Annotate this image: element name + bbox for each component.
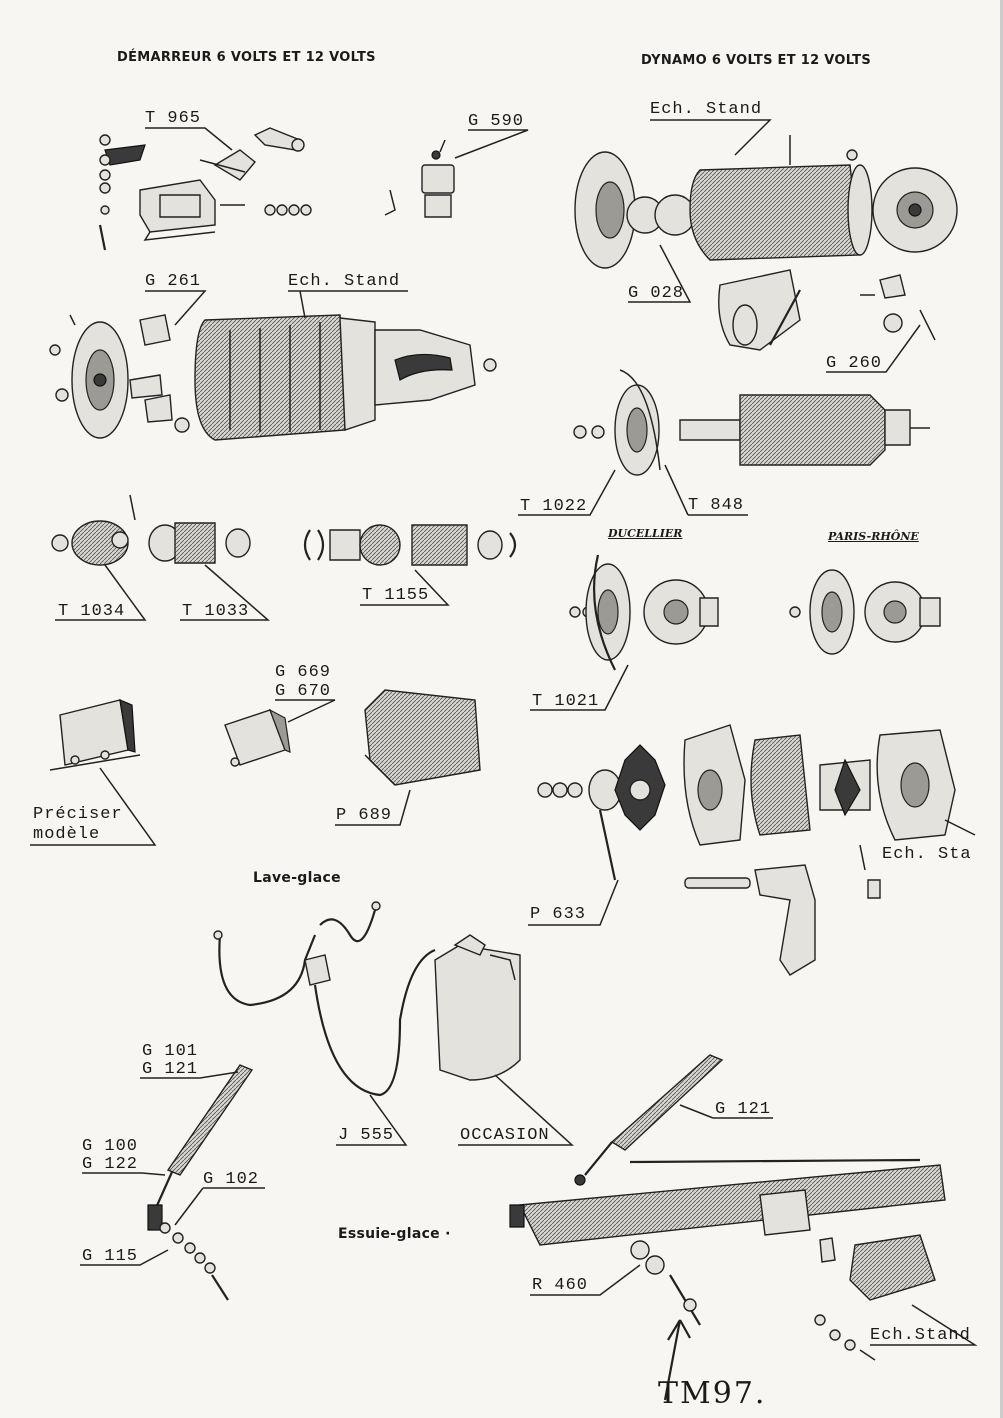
solenoid-g590-drawing (385, 140, 454, 217)
paris-rhone-label: PARIS-RHÔNE (828, 530, 919, 543)
leader-g261 (145, 291, 205, 325)
label-g102: G 102 (203, 1170, 260, 1189)
label-g669: G 669 (275, 663, 332, 682)
label-g590: G 590 (468, 112, 525, 131)
label-g122: G 122 (82, 1155, 139, 1174)
leader-p689 (335, 790, 410, 825)
leader-g669-g670 (275, 700, 335, 722)
leader-g102 (175, 1188, 265, 1225)
solenoid-t965-drawing (100, 128, 311, 250)
label-g115: G 115 (82, 1247, 139, 1266)
leader-occasion (458, 1075, 572, 1145)
wiper-motor-drawing (510, 1055, 945, 1360)
label-p633: P 633 (530, 905, 587, 924)
leader-t1033 (180, 565, 268, 620)
leader-ech-stand-dynamo (650, 120, 770, 155)
alternator-bracket-drawing (685, 845, 880, 975)
leader-g260 (826, 325, 920, 372)
leader-t965 (145, 128, 232, 150)
leader-g590 (455, 130, 528, 158)
leader-r460 (530, 1265, 640, 1295)
label-g261: G 261 (145, 272, 202, 291)
label-t1033: T 1033 (182, 602, 250, 621)
dynamo-heading: DYNAMO 6 VOLTS ET 12 VOLTS (641, 53, 871, 68)
ducellier-pulley-drawing (570, 555, 718, 670)
label-ech-stand-alternator: Ech. Sta (882, 845, 972, 864)
label-t1022: T 1022 (520, 497, 588, 516)
ducellier-label: DUCELLIER (608, 527, 683, 540)
label-g121-b: G 121 (715, 1100, 772, 1119)
paris-rhone-pulley-drawing (790, 570, 940, 654)
label-occasion: OCCASION (460, 1126, 550, 1145)
label-g028: G 028 (628, 284, 685, 303)
leader-t1155 (360, 570, 448, 605)
leader-j555 (336, 1095, 406, 1145)
label-t848: T 848 (688, 496, 745, 515)
label-preciser: Préciser (33, 805, 123, 824)
pinion-t1033-drawing (149, 523, 250, 563)
label-ech-stand-dynamo: Ech. Stand (650, 100, 763, 119)
label-ech-stand-motor: Ech.Stand (870, 1326, 971, 1345)
leader-g115 (80, 1250, 168, 1265)
scan-edge (1000, 0, 1003, 1418)
label-r460: R 460 (532, 1276, 589, 1295)
leader-ech-stand-alternator (945, 820, 975, 835)
starter-heading: DÉMARREUR 6 VOLTS ET 12 VOLTS (117, 50, 376, 65)
starter-motor-drawing (50, 315, 496, 440)
label-t1021: T 1021 (532, 692, 600, 711)
leader-t1034 (55, 565, 145, 620)
leader-preciser (30, 768, 155, 845)
dynamo-armature-drawing (574, 370, 930, 475)
label-g100: G 100 (82, 1137, 139, 1156)
label-j555: J 555 (338, 1126, 395, 1145)
pinion-t1034-drawing (52, 495, 135, 565)
handwritten-arrow (665, 1320, 690, 1400)
leader-t1022 (518, 470, 615, 515)
alternator-drawing (538, 725, 955, 880)
regulator-p689-drawing (365, 690, 480, 785)
washer-kit-drawing (214, 902, 520, 1095)
leader-p633 (528, 880, 618, 925)
leader-t1021 (530, 665, 628, 710)
leader-g121-b (680, 1105, 773, 1118)
regulator-g669-drawing (225, 710, 290, 766)
label-t965: T 965 (145, 109, 202, 128)
wiper-arm-drawing (148, 1065, 252, 1300)
handwritten-reference: TM97. (658, 1376, 767, 1411)
leader-g100-g122 (82, 1173, 165, 1175)
label-g670: G 670 (275, 682, 332, 701)
leader-t848 (665, 465, 748, 515)
label-g121-a: G 121 (142, 1060, 199, 1079)
leader-ech-stand-motor (870, 1305, 975, 1345)
leader-g028 (628, 245, 690, 302)
washer-heading: Lave-glace (253, 870, 341, 886)
leader-g101-g121 (140, 1072, 238, 1078)
dynamo-drawing (575, 135, 957, 350)
label-t1034: T 1034 (58, 602, 126, 621)
label-g101: G 101 (142, 1042, 199, 1061)
label-g260: G 260 (826, 354, 883, 373)
pinion-t1155-drawing (305, 525, 515, 565)
label-ech-stand-starter: Ech. Stand (288, 272, 401, 291)
label-t1155: T 1155 (362, 586, 430, 605)
label-modele: modèle (33, 825, 101, 844)
label-p689: P 689 (336, 806, 393, 825)
regulator-preciser-drawing (50, 700, 140, 770)
wiper-heading: Essuie-glace · (338, 1226, 451, 1242)
